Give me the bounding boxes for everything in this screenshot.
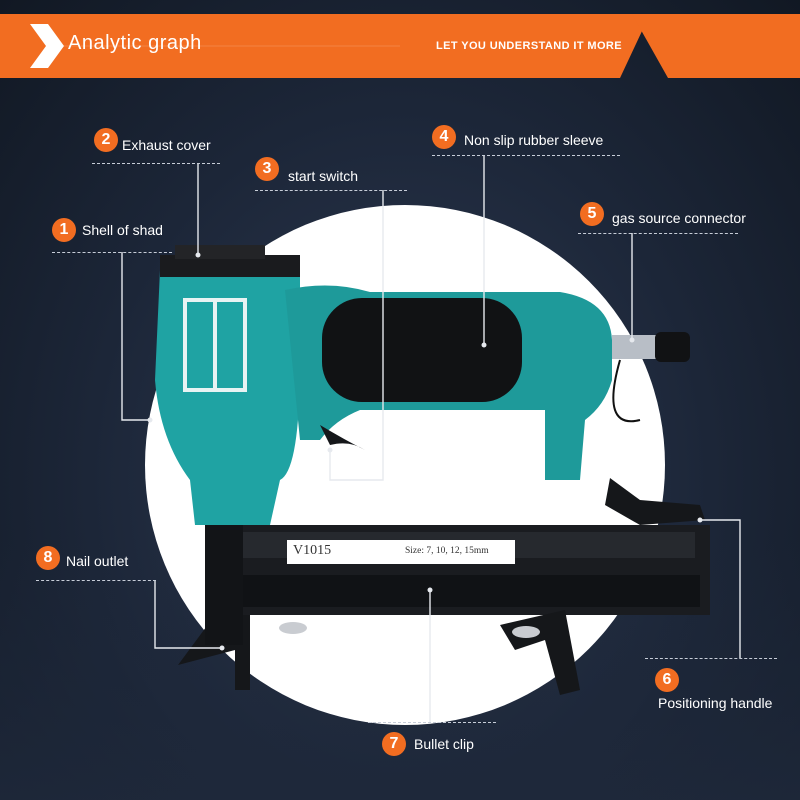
callout-number-2: 2 — [94, 128, 118, 152]
banner-subtitle: LET YOU UNDERSTAND IT MORE — [436, 40, 622, 52]
header-banner: Analytic graph LET YOU UNDERSTAND IT MOR… — [0, 10, 800, 80]
size-label: Size: 7, 10, 12, 15mm — [405, 546, 489, 556]
callout-underline-3 — [255, 190, 407, 191]
callout-number-4: 4 — [432, 125, 456, 149]
banner-title: Analytic graph — [68, 32, 202, 54]
callout-underline-7 — [368, 722, 496, 723]
model-label: V1015 — [293, 543, 332, 558]
callout-number-6: 6 — [655, 668, 679, 692]
callout-underline-4 — [432, 155, 620, 156]
callout-label-3: start switch — [288, 168, 359, 184]
callout-label-2: Exhaust cover — [122, 137, 211, 153]
callout-underline-8 — [36, 580, 156, 581]
chevron-right-icon — [30, 24, 64, 68]
callout-label-5: gas source connector — [612, 210, 746, 226]
callout-label-6: Positioning handle — [658, 695, 773, 711]
callout-number-1: 1 — [52, 218, 76, 242]
callout-label-7: Bullet clip — [414, 736, 474, 752]
leader-line-1 — [121, 252, 150, 421]
callout-underline-2 — [92, 163, 220, 164]
callout-underline-1 — [52, 252, 172, 253]
callout-number-5: 5 — [580, 202, 604, 226]
callout-number-8: 8 — [36, 546, 60, 570]
model-stamp: V1015 Size: 7, 10, 12, 15mm — [287, 540, 515, 564]
callout-label-1: Shell of shad — [82, 222, 163, 238]
leader-line-3 — [329, 190, 384, 481]
leader-line-8 — [154, 580, 222, 649]
callout-number-7: 7 — [382, 732, 406, 756]
callout-underline-6 — [645, 658, 777, 659]
callout-label-8: Nail outlet — [66, 553, 129, 569]
leader-line-6 — [700, 519, 741, 658]
callout-number-3: 3 — [255, 157, 279, 181]
banner-shape — [0, 14, 800, 78]
callout-underline-5 — [578, 233, 738, 234]
callout-label-4: Non slip rubber sleeve — [464, 132, 604, 148]
